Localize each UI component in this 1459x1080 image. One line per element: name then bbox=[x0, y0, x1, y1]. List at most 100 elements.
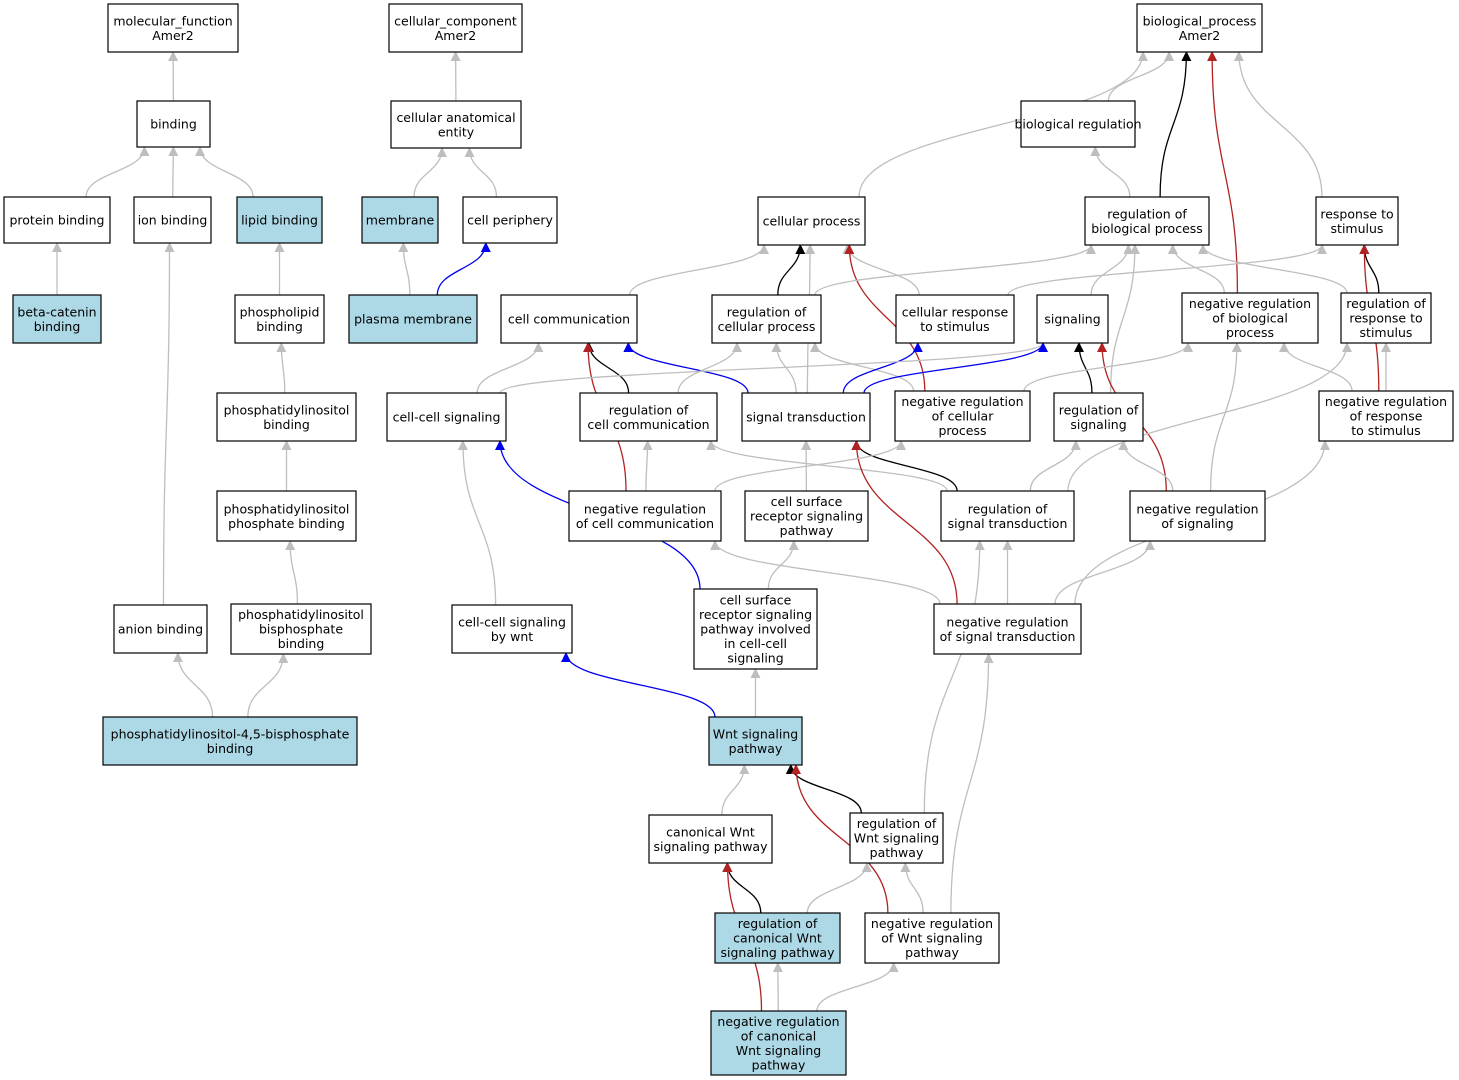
edge-part-of-sigtrans-to-signaling bbox=[863, 342, 1048, 394]
go-term-node-biolreg[interactable]: biological regulation bbox=[1014, 100, 1142, 148]
edge-is-a-negregsigtrans-to-negregcellcomm bbox=[710, 540, 941, 605]
go-term-node-plasmamem[interactable]: plasma membrane bbox=[348, 294, 478, 344]
edge-is-a-regsigtrans-to-regsig bbox=[1029, 440, 1081, 492]
edge-is-a-cellresp-to-cellproc bbox=[842, 244, 920, 296]
node-label-line: to stimulus bbox=[1351, 423, 1420, 438]
node-label-line: cell surface bbox=[720, 593, 792, 608]
node-box bbox=[710, 1010, 847, 1076]
edge-is-a-signaling-to-regbp bbox=[1090, 244, 1134, 296]
go-term-node-cellperiph[interactable]: cell periphery bbox=[462, 196, 558, 244]
node-label-line: Amer2 bbox=[152, 28, 194, 43]
node-label-line: biological process bbox=[1091, 221, 1203, 236]
edge-is-a-cellcomm-to-cellproc bbox=[628, 244, 769, 296]
go-term-node-sigtrans[interactable]: signal transduction bbox=[741, 392, 871, 442]
node-label-line: of Wnt signaling bbox=[881, 931, 982, 946]
node-label-line: cellular_component bbox=[394, 13, 517, 28]
edge-is-a-negregcellcomm-to-regcellcomm bbox=[642, 440, 653, 492]
node-box bbox=[3, 196, 111, 244]
go-term-node-pi45[interactable]: phosphatidylinositol-4,5-bisphosphatebin… bbox=[102, 716, 358, 766]
edge-layer bbox=[52, 51, 1391, 1012]
node-label-line: cellular anatomical bbox=[396, 110, 515, 125]
edge-is-a-sigtrans-to-regcellproc bbox=[771, 342, 797, 394]
edge-is-a-negregwnt-to-regwnt bbox=[900, 862, 924, 914]
node-label-line: signaling bbox=[727, 651, 783, 666]
edge-is-a-regbp-to-biolreg bbox=[1090, 146, 1131, 198]
go-term-node-cellcomm[interactable]: cell communication bbox=[500, 294, 638, 344]
go-term-node-protbind[interactable]: protein binding bbox=[3, 196, 111, 244]
node-label-line: signaling bbox=[1044, 312, 1100, 327]
go-term-node-ionbind[interactable]: ion binding bbox=[133, 196, 212, 244]
node-label-line: Amer2 bbox=[435, 28, 477, 43]
node-label-line: of canonical bbox=[741, 1028, 817, 1043]
node-box bbox=[361, 196, 439, 244]
node-label-line: negative regulation bbox=[871, 916, 993, 931]
node-label-line: phosphatidylinositol bbox=[224, 402, 350, 417]
go-term-node-ccsig[interactable]: cell-cell signaling bbox=[386, 392, 507, 442]
node-label-line: negative regulation bbox=[1189, 296, 1311, 311]
node-label-line: stimulus bbox=[1331, 221, 1384, 236]
node-label-line: Wnt signaling bbox=[736, 1043, 821, 1058]
node-box bbox=[933, 603, 1082, 655]
go-term-node-binding[interactable]: binding bbox=[136, 100, 211, 148]
node-box bbox=[693, 588, 818, 670]
node-label-line: by wnt bbox=[491, 629, 533, 644]
go-term-node-lipidbind[interactable]: lipid binding bbox=[236, 196, 323, 244]
node-box bbox=[500, 294, 638, 344]
edge-is-a-cellresp-to-respstim bbox=[1007, 244, 1327, 296]
go-term-node-signaling[interactable]: signaling bbox=[1036, 294, 1109, 344]
edge-is-a-ionbind-to-binding bbox=[168, 146, 179, 198]
edge-is-a-plasmamem-to-membrane bbox=[398, 242, 411, 296]
go-term-node-membrane[interactable]: membrane bbox=[361, 196, 439, 244]
node-label-line: binding bbox=[263, 417, 310, 432]
node-label-line: of signaling bbox=[1161, 516, 1233, 531]
node-box bbox=[388, 3, 523, 53]
node-box bbox=[102, 716, 358, 766]
go-term-node-cellproc[interactable]: cellular process bbox=[757, 196, 866, 246]
edge-regulates-regbp-to-bp bbox=[1159, 51, 1192, 198]
node-label-line: lipid binding bbox=[241, 213, 318, 228]
node-box bbox=[216, 490, 357, 542]
edge-is-a-negregresp-to-negregbp bbox=[1279, 342, 1353, 392]
node-label-line: process bbox=[1226, 325, 1274, 340]
go-term-node-anionbind[interactable]: anion binding bbox=[113, 604, 208, 654]
node-label-line: molecular_function bbox=[113, 13, 232, 28]
edge-regulates-regcellproc-to-cellproc bbox=[777, 244, 806, 296]
node-label-line: regulation of bbox=[738, 916, 818, 931]
node-box bbox=[1340, 292, 1432, 344]
node-label-line: Amer2 bbox=[1179, 28, 1221, 43]
node-label-line: pathway bbox=[905, 945, 959, 960]
node-label-line: stimulus bbox=[1360, 325, 1413, 340]
